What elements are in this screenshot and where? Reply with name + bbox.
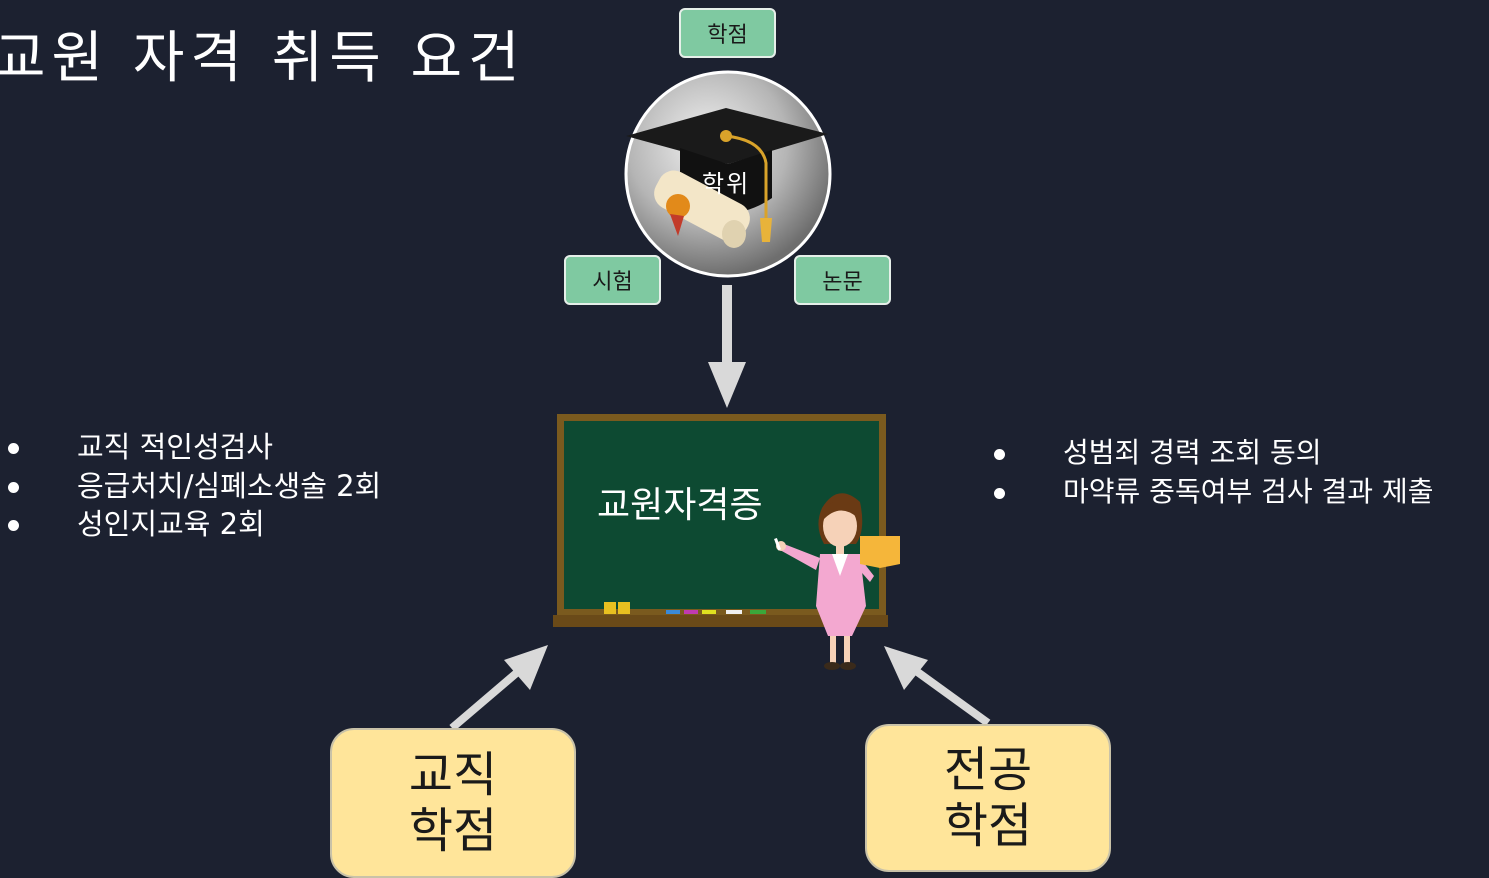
degree-circle-icon (624, 70, 832, 278)
diploma-scroll-icon (654, 170, 750, 248)
arrow-degree-to-board (708, 285, 746, 408)
box-line: 전공 (943, 742, 1033, 798)
slide-title: 교원 자격 취득 요건 (0, 26, 526, 91)
list-item: 성범죄 경력 조회 동의 (990, 434, 1433, 473)
list-item: 교직 적인성검사 (4, 428, 381, 467)
tag-thesis: 논문 (794, 255, 891, 305)
arrow-teaching-credits (449, 645, 548, 732)
box-line: 교직 (408, 747, 498, 803)
certificate-label: 교원자격증 (597, 485, 763, 526)
list-item: 응급처치/심폐소생술 2회 (4, 467, 381, 506)
list-item: 성인지교육 2회 (4, 505, 381, 544)
arrow-major-credits (884, 646, 991, 727)
right-requirements-list: 성범죄 경력 조회 동의 마약류 중독여부 검사 결과 제출 (990, 434, 1433, 511)
teaching-credits-box: 교직 학점 (330, 728, 576, 878)
left-requirements-list: 교직 적인성검사 응급처치/심폐소생술 2회 성인지교육 2회 (4, 428, 381, 544)
tag-credits: 학점 (679, 8, 776, 58)
degree-label: 학위 (702, 170, 751, 198)
list-item: 마약류 중독여부 검사 결과 제출 (990, 473, 1433, 512)
teacher-icon (774, 493, 900, 670)
chalk-tray (553, 615, 888, 627)
box-line: 학점 (943, 798, 1033, 854)
chalk-icon (604, 602, 766, 614)
tag-exam: 시험 (564, 255, 661, 305)
box-line: 학점 (408, 803, 498, 859)
major-credits-box: 전공 학점 (865, 724, 1111, 872)
